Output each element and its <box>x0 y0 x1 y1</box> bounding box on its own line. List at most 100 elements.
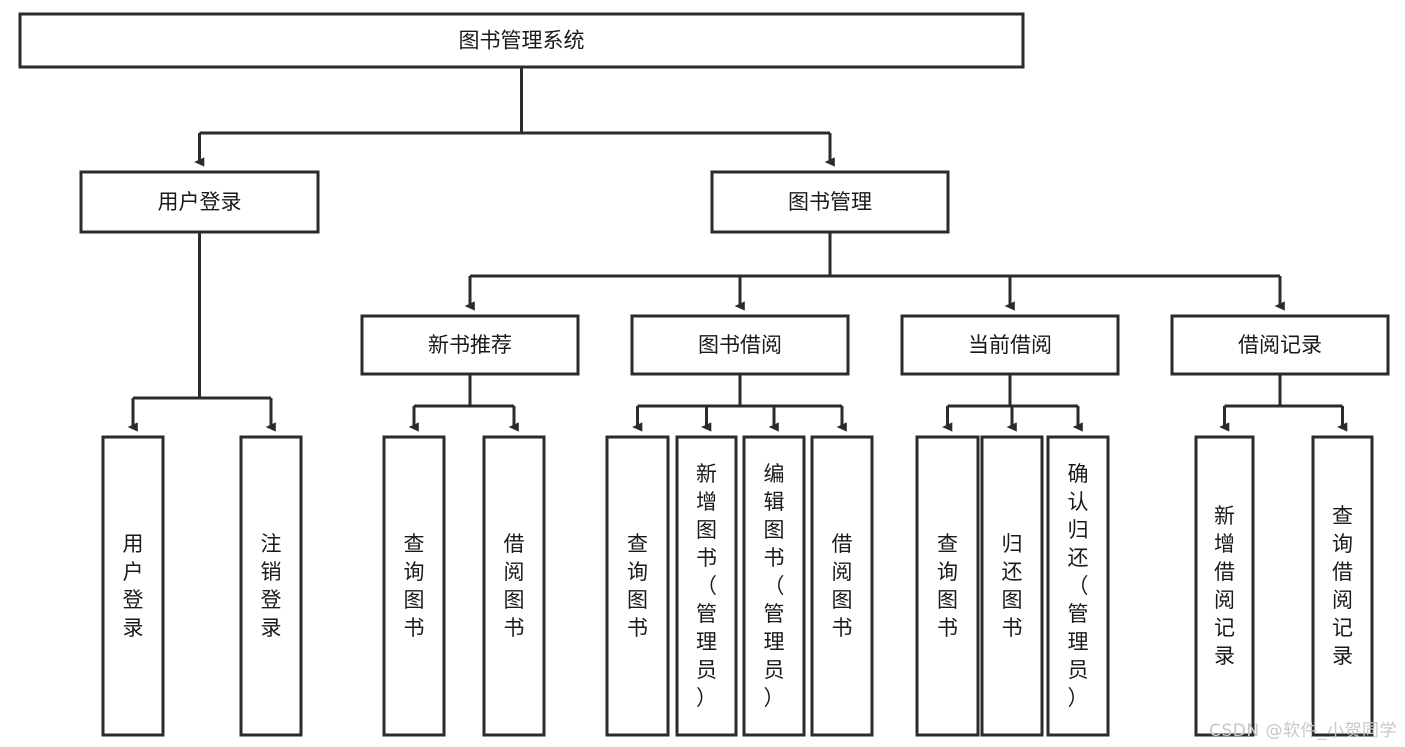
node-box <box>675 435 738 737</box>
node-label-char: 图 <box>696 518 717 542</box>
node-label: 用户登录 <box>158 190 242 214</box>
node-label-char: 查 <box>1332 504 1353 528</box>
node-box <box>18 12 1025 69</box>
node-label-char: 阅 <box>1214 588 1235 612</box>
node-label-char: 管 <box>764 602 785 626</box>
node-new-book-recommend[interactable]: 新书推荐 <box>360 314 580 376</box>
node-label-char: 书 <box>1002 616 1023 640</box>
node-label-char: 理 <box>696 630 717 654</box>
node-label-char: 辑 <box>764 490 785 514</box>
node-label: 图书管理 <box>788 190 872 214</box>
node-label-char: 图 <box>1002 588 1023 612</box>
node-label-char: 查 <box>937 532 958 556</box>
node-label-char: 录 <box>1214 644 1235 668</box>
node-label-char: 询 <box>1332 532 1353 556</box>
node-label-char: 图 <box>404 588 425 612</box>
node-box <box>742 435 806 737</box>
node-label-char: （ <box>1068 574 1089 598</box>
node-label-char: 增 <box>696 490 717 514</box>
node-box <box>980 435 1044 737</box>
node-box <box>900 314 1120 376</box>
node-root[interactable]: 图书管理系统 <box>18 12 1025 69</box>
node-box <box>79 170 320 234</box>
node-label: 当前借阅 <box>968 333 1052 357</box>
node-label-char: 书 <box>504 616 525 640</box>
node-label-char: 图 <box>764 518 785 542</box>
node-label-char: 员 <box>696 658 717 682</box>
node-label-char: 借 <box>832 532 853 556</box>
node-label: 借阅记录 <box>1238 333 1322 357</box>
node-label-char: 录 <box>1332 644 1353 668</box>
node-borrow-record[interactable]: 借阅记录 <box>1170 314 1390 376</box>
node-label-char: 记 <box>1214 616 1235 640</box>
node-box <box>915 435 980 737</box>
node-label-char: 图 <box>832 588 853 612</box>
node-label-char: 认 <box>1068 490 1089 514</box>
node-box <box>101 435 165 737</box>
node-box <box>482 435 546 737</box>
node-label-char: 借 <box>504 532 525 556</box>
node-label-char: 编 <box>764 462 785 486</box>
node-label-char: 归 <box>1068 518 1089 542</box>
node-current-borrow[interactable]: 当前借阅 <box>900 314 1120 376</box>
node-layer: 图书管理系统用户登录图书管理新书推荐图书借阅当前借阅借阅记录用户登录注销登录查询… <box>18 12 1390 737</box>
node-label-char: 书 <box>832 616 853 640</box>
node-label-char: 还 <box>1068 546 1089 570</box>
node-label: 图书借阅 <box>698 333 782 357</box>
node-label-char: 书 <box>627 616 648 640</box>
node-box <box>239 435 303 737</box>
node-label-char: 图 <box>504 588 525 612</box>
node-label-char: 书 <box>937 616 958 640</box>
node-label-char: ） <box>764 686 785 710</box>
node-label: 新书推荐 <box>428 333 512 357</box>
node-label-char: 员 <box>1068 658 1089 682</box>
node-label-char: 登 <box>123 588 144 612</box>
node-label-char: 管 <box>1068 602 1089 626</box>
node-box <box>630 314 850 376</box>
node-label-char: 销 <box>261 560 282 584</box>
node-label-char: 新 <box>696 462 717 486</box>
node-book-borrow[interactable]: 图书借阅 <box>630 314 850 376</box>
node-label-char: ） <box>1068 686 1089 710</box>
node-label-char: 理 <box>764 630 785 654</box>
node-user-login[interactable]: 用户登录 <box>79 170 320 234</box>
node-label-char: 记 <box>1332 616 1353 640</box>
node-label-char: 归 <box>1002 532 1023 556</box>
node-box <box>360 314 580 376</box>
node-label-char: 借 <box>1332 560 1353 584</box>
node-label-char: 图 <box>937 588 958 612</box>
node-label-char: 阅 <box>504 560 525 584</box>
node-label-char: ） <box>696 686 717 710</box>
node-label-char: 录 <box>261 616 282 640</box>
node-book-management[interactable]: 图书管理 <box>710 170 950 234</box>
node-label-char: 新 <box>1214 504 1235 528</box>
node-label-char: 录 <box>123 616 144 640</box>
node-box <box>382 435 446 737</box>
node-label-char: 理 <box>1068 630 1089 654</box>
node-label-char: 阅 <box>1332 588 1353 612</box>
node-label-char: 书 <box>764 546 785 570</box>
node-label-char: 员 <box>764 658 785 682</box>
node-label-char: 注 <box>261 532 282 556</box>
node-box <box>605 435 670 737</box>
node-label: 图书管理系统 <box>459 29 585 53</box>
node-label-char: 图 <box>627 588 648 612</box>
node-label-char: 用 <box>123 532 144 556</box>
node-label-char: 户 <box>123 560 144 584</box>
node-leaf-user-login[interactable]: 用户登录 <box>101 435 165 737</box>
node-label-char: 书 <box>696 546 717 570</box>
